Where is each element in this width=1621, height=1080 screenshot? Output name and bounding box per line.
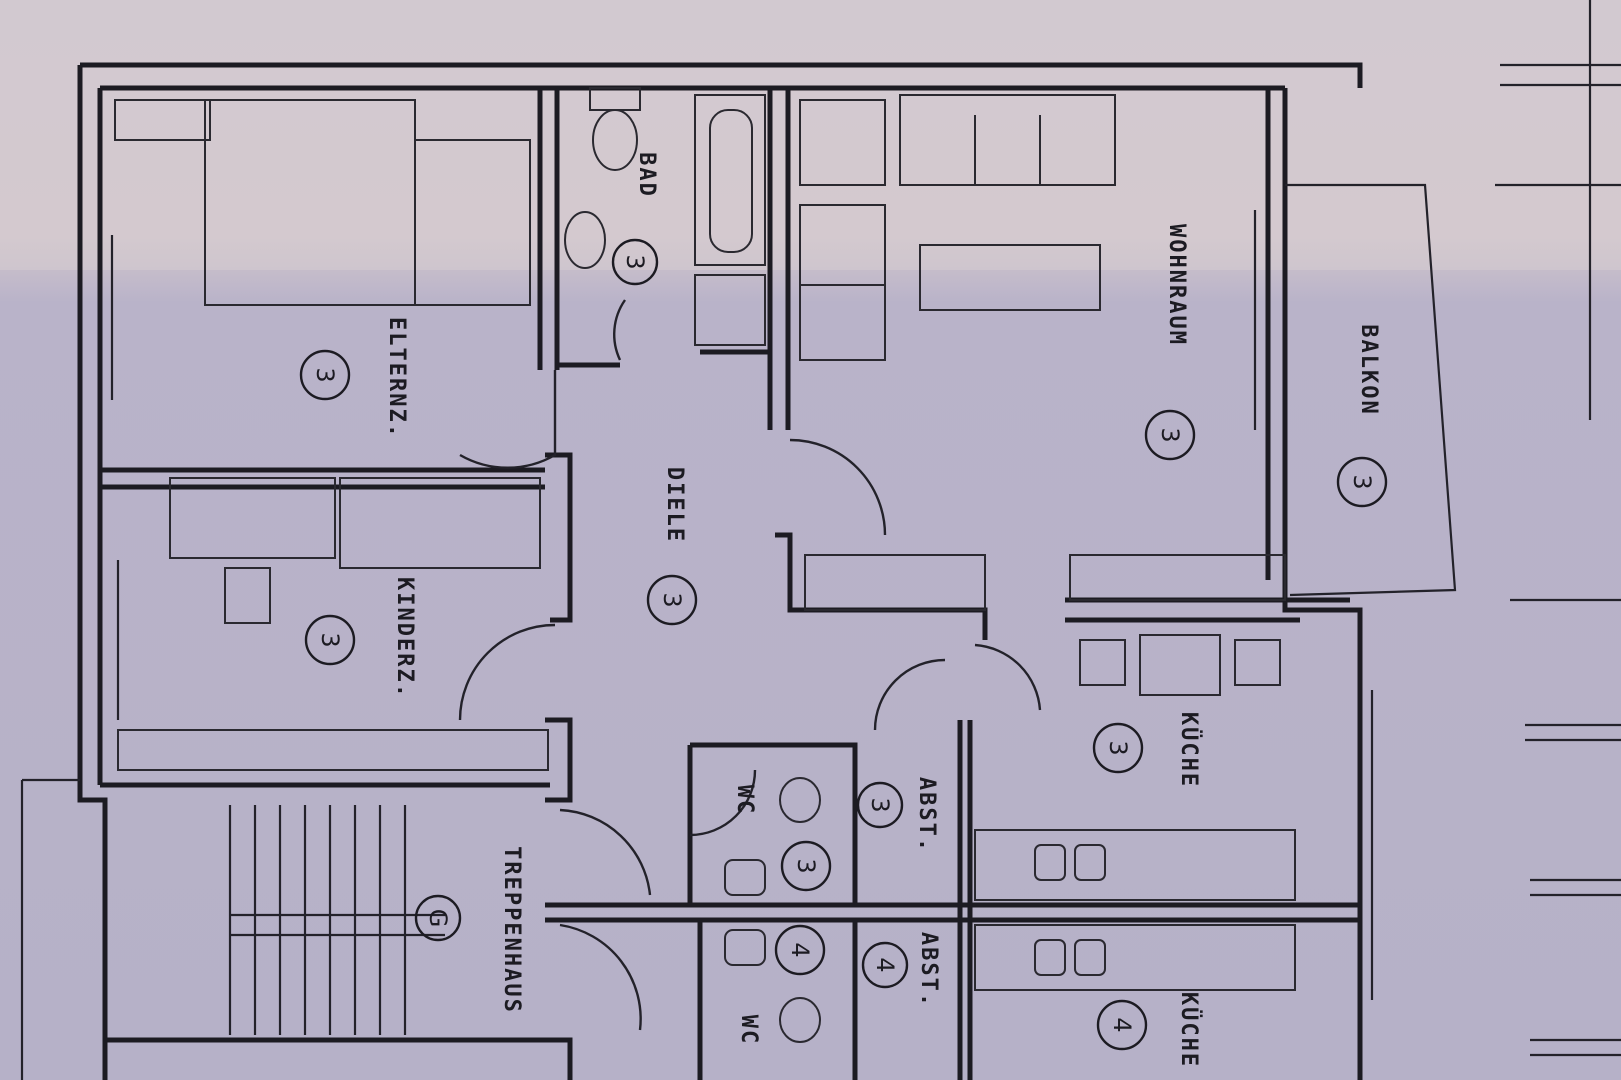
room-number-kueche-3: 3 [1104,740,1132,755]
room-label-treppenhaus: TREPPENHAUS [499,846,524,1014]
room-number-circle-kueche-4 [1096,999,1148,1051]
room-labels: BAD 3 WOHNRAUM 3 BALKON 3 ELTERNZ. 3 DIE… [299,152,1388,1068]
room-number-wc-3: 3 [792,858,820,873]
windows [110,210,1374,1000]
room-wohnraum: WOHNRAUM 3 [1144,224,1196,461]
room-label-wc-3: WC [732,785,757,816]
room-label-wohnraum: WOHNRAUM [1164,224,1189,346]
room-number-circle-elternz [299,349,351,401]
room-kueche-4: KÜCHE 4 [1096,992,1202,1068]
room-label-kueche-3: KÜCHE [1176,712,1202,788]
room-number-balkon: 3 [1348,474,1376,489]
room-number-wc-4: 4 [786,942,814,957]
room-number-circle-kueche-3 [1092,722,1144,774]
room-number-circle-kinderz [304,614,356,666]
room-number-treppenhaus: G [424,909,452,928]
room-abst-4: ABST. 4 [861,932,941,1008]
room-number-circle-bad [611,238,659,286]
paper-highlight [0,0,1621,270]
dimension-lines [1495,0,1621,1057]
room-treppenhaus: TREPPENHAUS G [414,846,524,1014]
room-number-circle-abst-3 [856,781,904,829]
room-number-circle-wc-4 [774,924,826,976]
room-number-elternz: 3 [311,367,339,382]
room-label-kueche-4: KÜCHE [1176,992,1202,1068]
room-label-kinderz: KINDERZ. [392,577,417,699]
room-number-circle-wc-3 [780,840,832,892]
room-label-abst-3: ABST. [914,777,939,853]
doors [458,299,1042,1031]
fixtures [114,87,1296,1043]
room-label-bad: BAD [634,152,659,198]
room-bad: BAD 3 [611,152,659,286]
room-number-circle-balkon [1336,456,1388,508]
room-number-abst-3: 3 [866,797,894,812]
walls [20,62,1363,1080]
room-balkon: BALKON 3 [1336,324,1388,508]
room-label-diele: DIELE [662,467,687,543]
room-wc-3: WC 3 [732,785,832,892]
room-number-kueche-4: 4 [1108,1017,1136,1032]
room-kueche-3: KÜCHE 3 [1092,712,1202,788]
room-number-abst-4: 4 [871,957,899,972]
room-label-elternz: ELTERNZ. [384,317,409,439]
room-number-kinderz: 3 [316,632,344,647]
room-number-circle-diele [646,574,698,626]
room-number-circle-treppenhaus [414,894,462,942]
room-number-wohnraum: 3 [1156,427,1184,442]
room-wc-4: WC 4 [736,924,826,1046]
room-number-circle-wohnraum [1144,409,1196,461]
room-abst-3: ABST. 3 [856,777,939,853]
room-number-bad: 3 [621,254,649,269]
balcony-outline [1285,183,1457,597]
room-label-wc-4: WC [736,1015,761,1046]
room-label-abst-4: ABST. [916,932,941,1008]
room-number-circle-abst-4 [861,941,909,989]
room-elternz: ELTERNZ. 3 [299,317,409,439]
room-diele: DIELE 3 [646,467,698,626]
room-kinderz: KINDERZ. 3 [304,577,417,699]
room-label-balkon: BALKON [1356,324,1381,415]
room-number-diele: 3 [658,592,686,607]
